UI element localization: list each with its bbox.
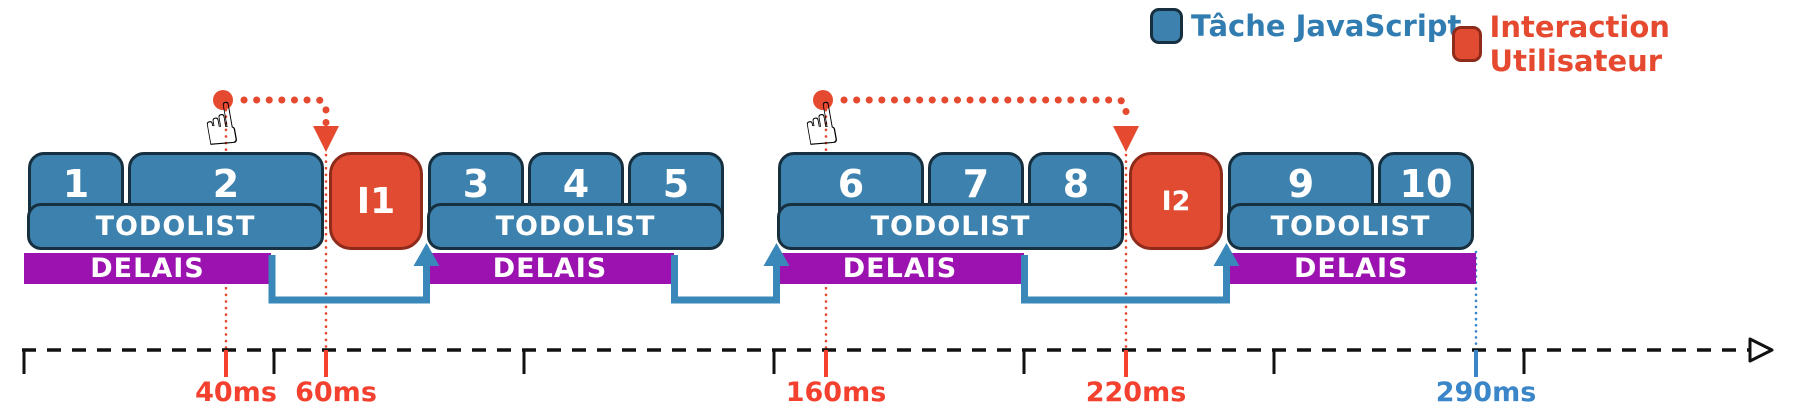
tick-label-290ms: 290ms <box>1435 377 1537 408</box>
task-number: 9 <box>1287 162 1315 206</box>
todolist-bar: TODOLIST <box>427 203 724 250</box>
click-point-dot <box>813 90 833 110</box>
interaction-block-I2: I2 <box>1129 152 1223 250</box>
interaction-swatch-icon <box>1452 26 1482 62</box>
click-dispatch-arrowhead-icon <box>313 126 339 152</box>
click-dispatch-dotted-path <box>240 96 330 127</box>
delay-connector <box>671 255 780 304</box>
time-axis-arrowhead-icon <box>1748 337 1774 363</box>
click-dispatch-dotted-path <box>840 96 1130 127</box>
delais-bar: DELAIS <box>776 253 1024 284</box>
todolist-bar: TODOLIST <box>1227 203 1474 250</box>
hand-cursor-icon: ☝ <box>797 88 844 162</box>
legend-task-label: Tâche JavaScript <box>1191 9 1462 43</box>
hand-cursor-icon: ☝ <box>197 88 244 162</box>
delay-connector-arrow-icon <box>763 243 790 266</box>
task-number: 4 <box>562 162 590 206</box>
tick-label-60ms: 60ms <box>295 377 377 408</box>
task-number: 10 <box>1399 162 1453 206</box>
task-number: 3 <box>462 162 490 206</box>
tick-label-40ms: 40ms <box>195 377 277 408</box>
task-swatch-icon <box>1150 8 1183 44</box>
delay-connector <box>268 255 430 304</box>
task-number: 2 <box>212 162 240 206</box>
legend-task-entry: Tâche JavaScript <box>1150 8 1461 44</box>
todolist-bar: TODOLIST <box>27 203 324 250</box>
task-number: 7 <box>962 162 990 206</box>
delay-connector-arrow-icon <box>1213 243 1240 266</box>
task-number: 6 <box>837 162 865 206</box>
legend-interaction-label: Interaction Utilisateur <box>1489 10 1670 78</box>
delais-bar: DELAIS <box>1226 253 1476 284</box>
delay-connector <box>1021 255 1230 304</box>
task-number: 1 <box>62 162 90 206</box>
tick-label-160ms: 160ms <box>785 377 887 408</box>
interaction-block-I1: I1 <box>329 152 423 250</box>
todolist-bar: TODOLIST <box>777 203 1124 250</box>
delais-bar: DELAIS <box>426 253 674 284</box>
delais-bar: DELAIS <box>24 253 271 284</box>
task-number: 5 <box>662 162 690 206</box>
task-number: 8 <box>1062 162 1090 206</box>
legend-interaction-entry: Interaction Utilisateur <box>1452 10 1806 78</box>
tick-label-220ms: 220ms <box>1085 377 1187 408</box>
click-point-dot <box>213 90 233 110</box>
click-dispatch-arrowhead-icon <box>1113 126 1139 152</box>
delay-connector-arrow-icon <box>413 243 440 266</box>
